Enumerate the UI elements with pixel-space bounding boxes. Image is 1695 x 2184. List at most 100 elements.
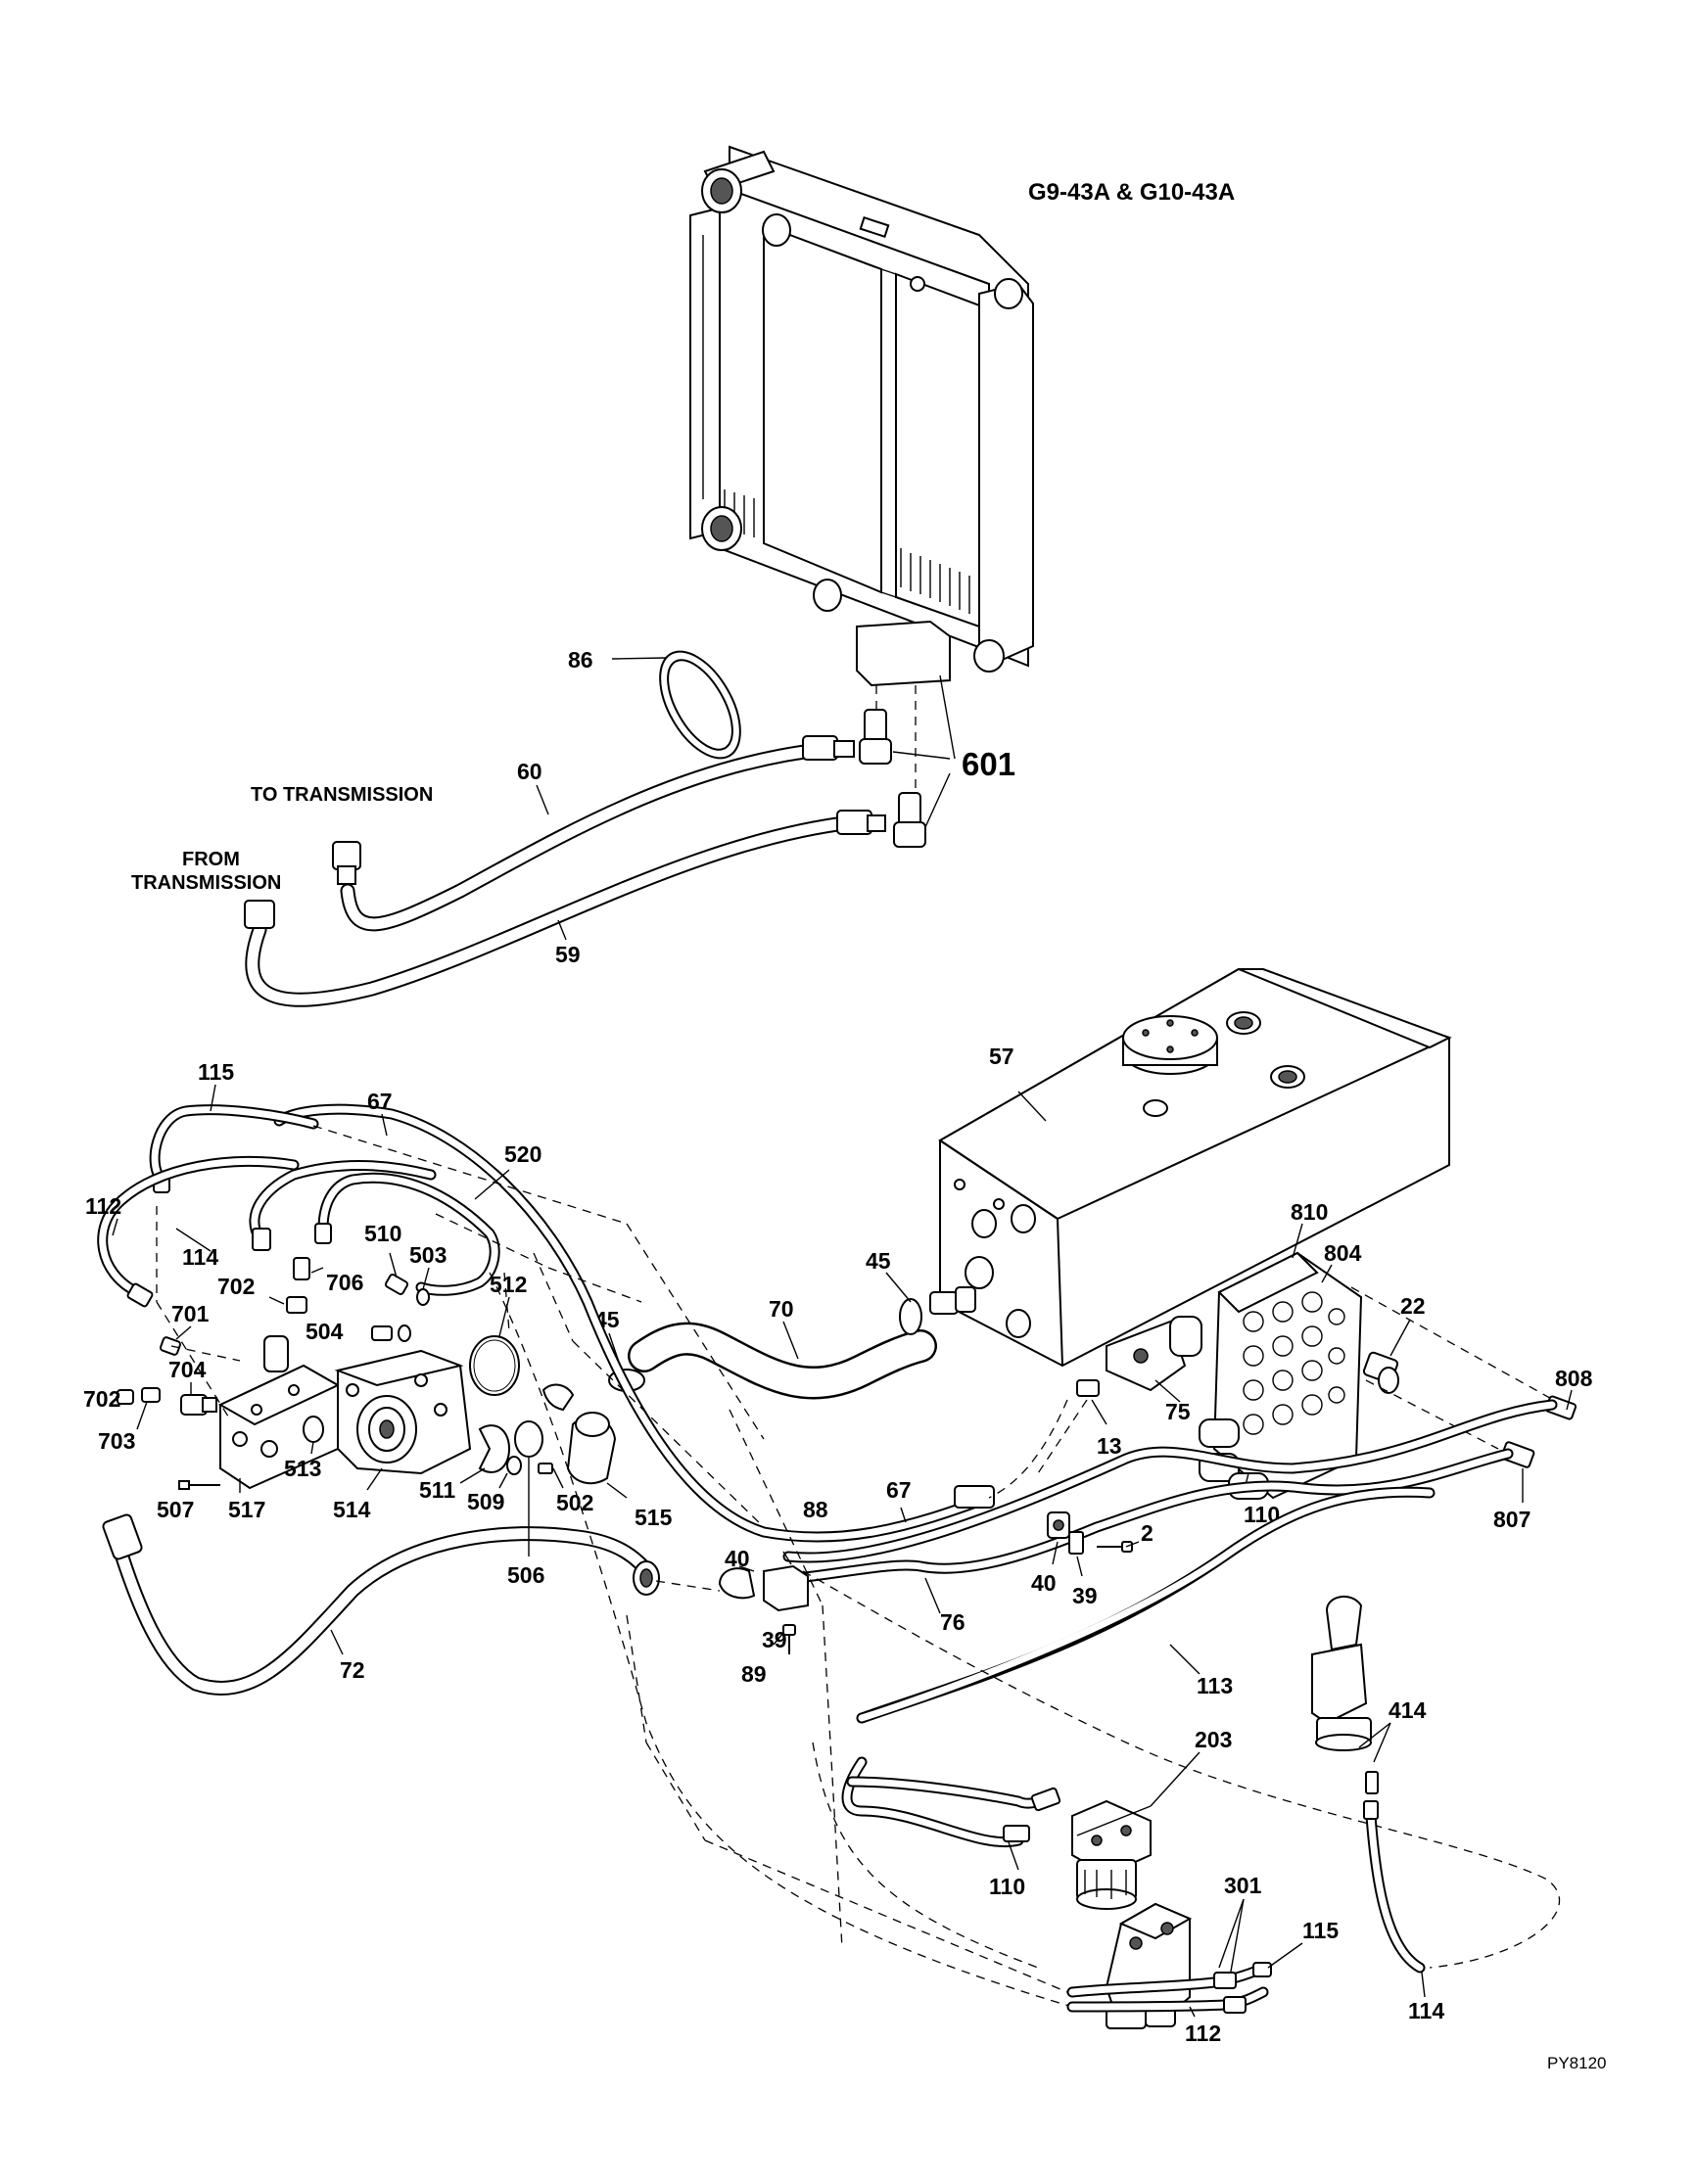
callout-804: 804 [1324,1240,1362,1266]
callout-517: 517 [228,1497,265,1522]
callout-39b: 39 [762,1627,787,1652]
callout-507: 507 [157,1497,194,1522]
callout-810: 810 [1291,1199,1328,1225]
hose-60 [332,735,855,932]
pin-89 [773,1624,796,1654]
joystick-414 [1311,1596,1391,1794]
from-transmission-label-2: TRANSMISSION [131,872,281,894]
hoses-115-112-lower [1066,1942,1303,2018]
callout-76: 76 [940,1609,965,1635]
callout-110b: 110 [989,1874,1025,1899]
fitting-22 [1350,1286,1558,1450]
from-transmission-label-1: FROM [182,849,240,870]
callout-301: 301 [1224,1873,1262,1898]
callout-59: 59 [555,942,581,967]
callout-40b: 40 [1031,1570,1057,1596]
o-ring-513 [303,1416,324,1455]
bolt-502 [538,1463,564,1489]
callout-113: 113 [1197,1673,1233,1698]
callout-506: 506 [507,1562,544,1588]
callout-22: 22 [1400,1293,1426,1319]
callout-520: 520 [504,1141,541,1167]
hose-113 [856,1486,1436,1724]
callout-502: 502 [556,1490,593,1515]
hose-72 [102,1513,721,1696]
callout-115a: 115 [198,1059,234,1085]
steering-unit-203 [1071,1751,1201,1910]
hydraulic-tank-57 [938,967,1452,1368]
fitting-702-703 [116,1387,161,1430]
callout-67a: 67 [367,1089,393,1114]
hose-67 [273,1103,995,1543]
clamp-40-bracket [718,1551,809,1612]
callout-57: 57 [989,1044,1014,1069]
radiator-cooler [689,145,1034,687]
o-ring-512 [469,1296,520,1396]
callout-512: 512 [490,1272,527,1297]
callout-114a: 114 [182,1244,218,1270]
elbow-515 [541,1383,628,1499]
hose-520 [314,1169,510,1296]
callout-70: 70 [769,1296,794,1322]
brake-valve-301 [1105,1898,1245,2029]
callout-703: 703 [98,1428,135,1454]
to-transmission-label: TO TRANSMISSION [251,784,433,806]
callout-72: 72 [340,1657,365,1683]
callout-504: 504 [306,1319,344,1344]
callout-88: 88 [803,1497,828,1522]
hydraulic-pump-514 [334,1349,472,1491]
callout-807: 807 [1493,1507,1530,1532]
fitting-13 [1037,1379,1107,1474]
callout-203: 203 [1195,1727,1232,1752]
hose-59 [244,810,886,1007]
callout-89: 89 [741,1661,767,1687]
callout-509: 509 [467,1489,504,1514]
callout-601: 601 [962,746,1015,782]
elbow-fittings-601 [859,674,956,848]
callout-39a: 39 [1072,1583,1098,1608]
o-ring-509 [498,1456,522,1489]
callout-60: 60 [517,759,542,784]
callout-702b: 702 [83,1386,120,1412]
fitting-701 [159,1325,192,1356]
fitting-504 [371,1324,411,1342]
hose-110-lower [841,1756,1061,1871]
callout-40a: 40 [725,1546,750,1571]
fitting-510-503 [384,1252,430,1306]
clamp-40-39-2 [1047,1511,1140,1577]
callout-702a: 702 [217,1274,255,1299]
callout-2: 2 [1141,1520,1154,1546]
valve-block-75 [1106,1316,1202,1403]
callout-67b: 67 [886,1477,912,1503]
callout-808: 808 [1555,1366,1593,1391]
suction-hose-70 [628,1321,937,1400]
callout-115b: 115 [1302,1918,1339,1943]
priority-valve-block-517 [217,1335,341,1493]
callout-704: 704 [168,1357,207,1382]
hose-76 [763,1448,1514,1614]
callout-503: 503 [409,1242,447,1268]
diagram-title: G9-43A & G10-43A [1028,179,1235,206]
callout-112b: 112 [1185,2021,1221,2046]
callout-511: 511 [419,1477,455,1503]
o-ring-506 [514,1420,543,1557]
pin-507 [178,1480,220,1490]
callout-706: 706 [326,1270,363,1295]
hose-112-upper [97,1155,300,1308]
callout-112a: 112 [85,1193,121,1219]
flange-511 [459,1424,511,1484]
callout-701: 701 [171,1301,210,1326]
callout-515: 515 [635,1505,673,1530]
callout-510: 510 [364,1221,401,1246]
assembly-leaders [156,1125,1560,2008]
callout-513: 513 [284,1456,321,1481]
callout-114b: 114 [1408,1998,1444,2023]
hose-114-upper [175,1160,437,1252]
fitting-706-702 [268,1257,324,1314]
fitting-704 [180,1382,217,1416]
callout-414: 414 [1389,1697,1427,1723]
callout-13: 13 [1097,1433,1122,1459]
figure-code: PY8120 [1547,2054,1607,2072]
callout-514: 514 [333,1497,371,1522]
